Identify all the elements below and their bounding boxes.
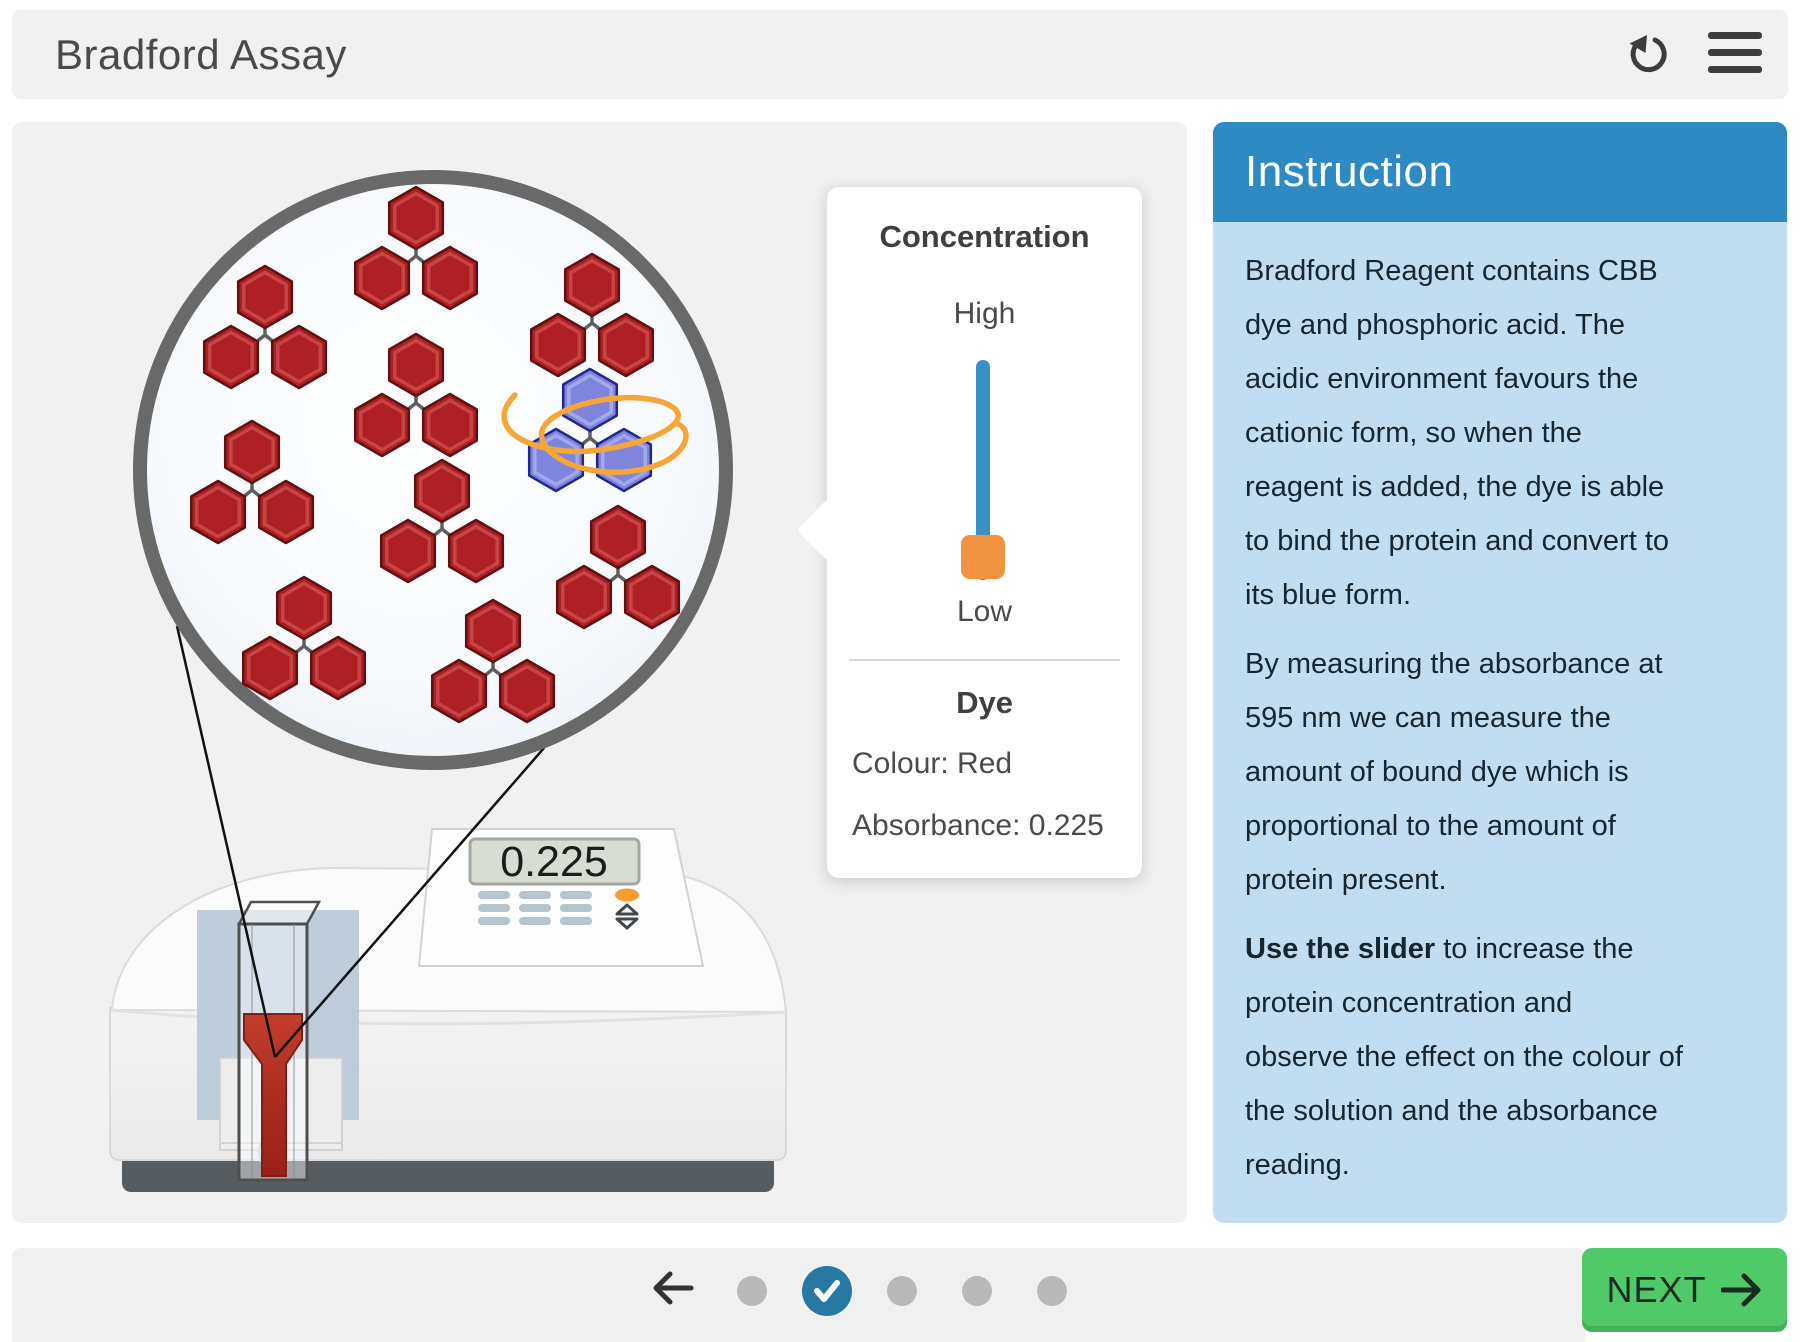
progress-step bbox=[962, 1276, 992, 1306]
concentration-slider-handle[interactable] bbox=[961, 535, 1005, 579]
instruction-bold-phrase: Use the slider bbox=[1245, 933, 1436, 965]
progress-step bbox=[737, 1276, 767, 1306]
next-button[interactable]: NEXT bbox=[1582, 1248, 1787, 1332]
instruction-paragraph-3: Use the slider to increase the protein c… bbox=[1245, 922, 1779, 1192]
instruction-body: Bradford Reagent contains CBB dye and ph… bbox=[1213, 222, 1787, 1192]
progress-step bbox=[887, 1276, 917, 1306]
menu-button[interactable] bbox=[1708, 32, 1762, 77]
instruction-panel: Instruction Bradford Reagent contains CB… bbox=[1213, 122, 1787, 1223]
back-button[interactable] bbox=[645, 1261, 701, 1317]
next-arrow-icon bbox=[1720, 1273, 1760, 1307]
back-arrow-icon bbox=[653, 1271, 694, 1304]
slider-low-label: Low bbox=[956, 595, 1013, 628]
instruction-paragraph-3-rest: to increase the protein concentration an… bbox=[1245, 933, 1683, 1181]
instruction-title: Instruction bbox=[1245, 147, 1454, 196]
reset-icon bbox=[1629, 35, 1667, 73]
reset-button[interactable] bbox=[1626, 31, 1670, 78]
slider-high-label: High bbox=[953, 297, 1016, 330]
progress-step-active bbox=[802, 1266, 852, 1316]
progress-step bbox=[1037, 1276, 1067, 1306]
dye-absorbance-value: Absorbance: 0.225 bbox=[852, 809, 1104, 842]
menu-icon bbox=[1708, 32, 1762, 73]
concentration-title: Concentration bbox=[879, 219, 1090, 254]
instruction-paragraph-1: Bradford Reagent contains CBB dye and ph… bbox=[1245, 255, 1670, 611]
bottom-bar bbox=[12, 1248, 1585, 1342]
concentration-popup: Concentration High Low Dye Colour: Red A… bbox=[796, 187, 1142, 878]
next-button-label: NEXT bbox=[1606, 1269, 1707, 1310]
check-icon bbox=[814, 1280, 840, 1302]
dye-colour-value: Colour: Red bbox=[852, 747, 1013, 780]
popup-divider bbox=[849, 659, 1120, 661]
top-bar: Bradford Assay bbox=[12, 10, 1788, 99]
page-title: Bradford Assay bbox=[55, 30, 347, 78]
concentration-slider-track[interactable] bbox=[976, 360, 990, 580]
instruction-paragraph-2: By measuring the absorbance at 595 nm we… bbox=[1245, 648, 1663, 896]
instruction-header: Instruction bbox=[1213, 122, 1787, 222]
dye-title: Dye bbox=[956, 685, 1013, 720]
top-bar-actions bbox=[1626, 31, 1788, 78]
